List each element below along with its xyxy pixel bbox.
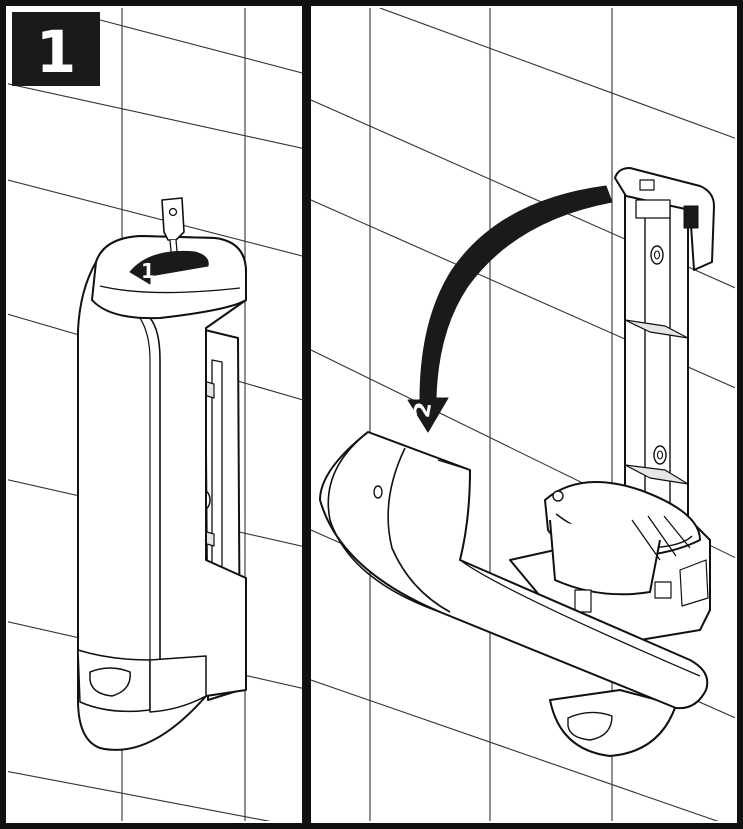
step-badge bbox=[12, 12, 100, 86]
open-cover-arrow bbox=[407, 185, 613, 433]
open-cover-arrow-number: 2 bbox=[410, 400, 437, 419]
step-number: 1 bbox=[36, 18, 76, 86]
turn-key-arrow-number: 1 bbox=[141, 259, 155, 283]
dispenser-closed bbox=[77, 197, 247, 751]
dispenser-open bbox=[319, 167, 715, 757]
turn-key-arrow bbox=[129, 250, 209, 285]
